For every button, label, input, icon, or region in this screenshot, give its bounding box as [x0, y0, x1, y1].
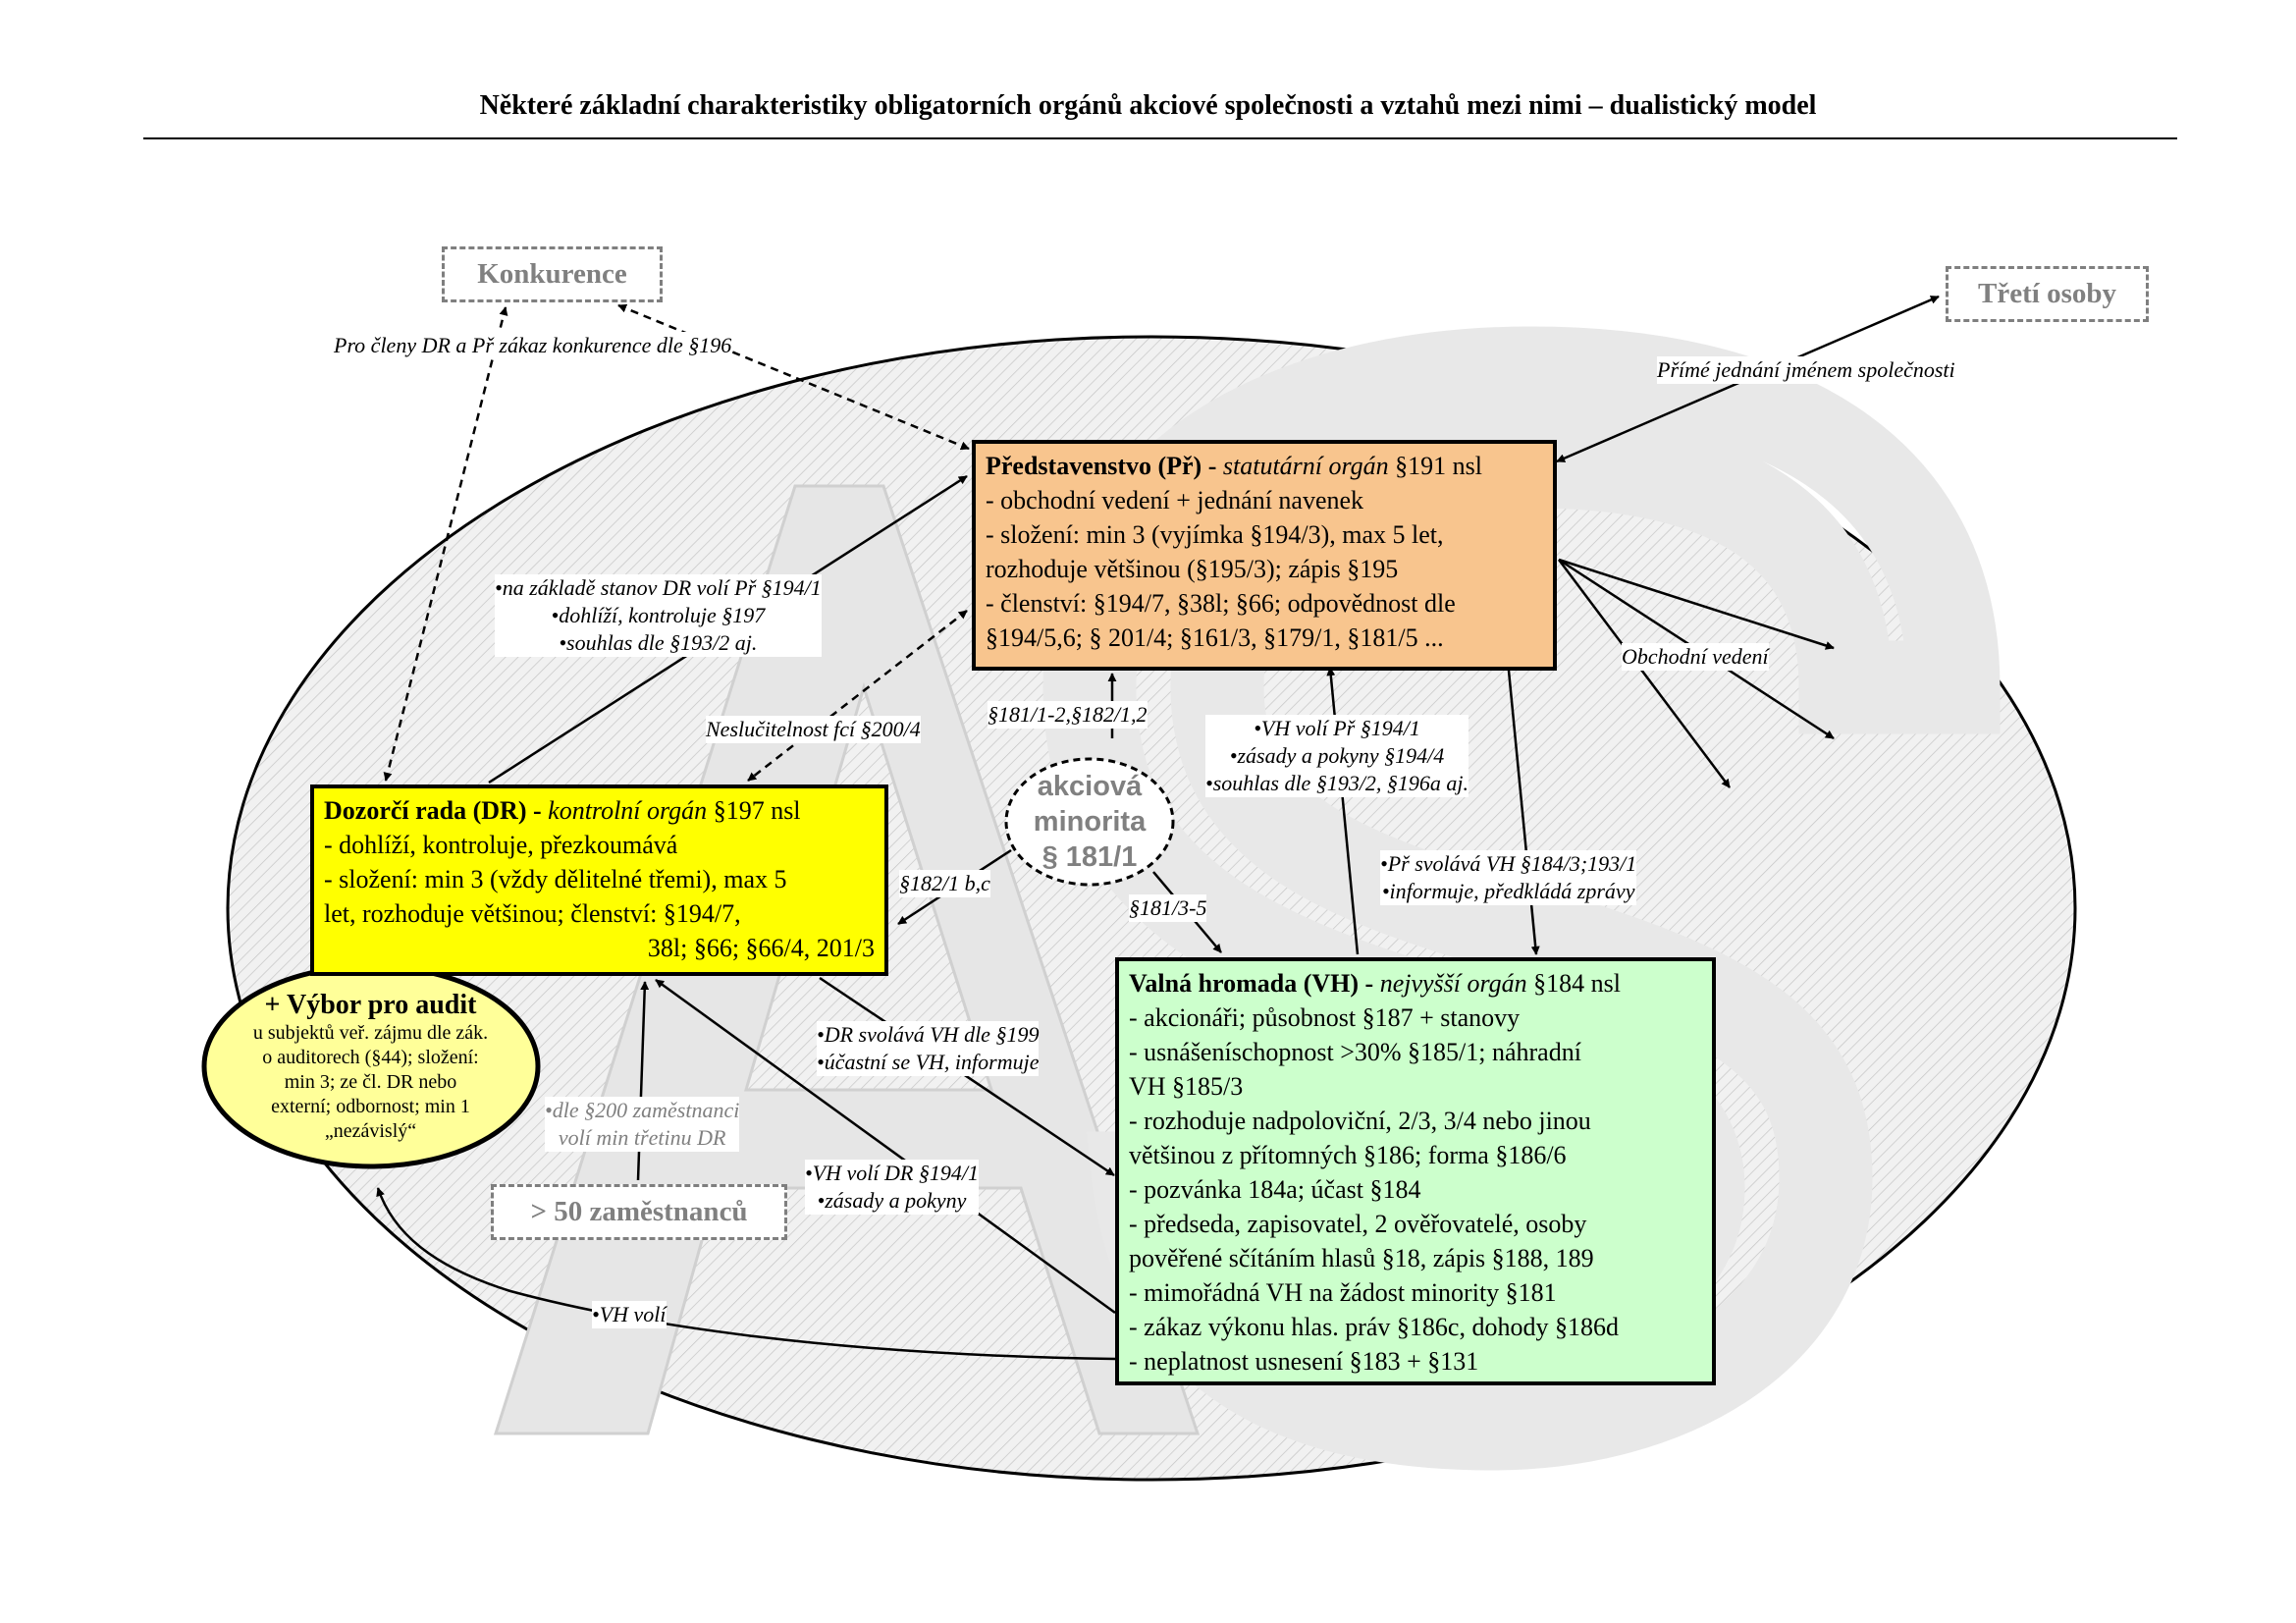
audit-committee-title: + Výbor pro audit: [264, 990, 477, 1020]
label-competition-ban: Pro členy DR a Př zákaz konkurence dle §…: [334, 332, 732, 359]
board-of-directors-box: Představenstvo (Př) - statutární orgán §…: [972, 440, 1557, 671]
board-title: Představenstvo (Př) -: [986, 452, 1217, 480]
label-minority-to-pr: §181/1-2,§182/1,2: [988, 701, 1148, 729]
label-business-management: Obchodní vedení: [1622, 643, 1769, 671]
audit-line: min 3; ze čl. DR nebo: [284, 1071, 457, 1093]
general-meeting-role: nejvyšší orgán: [1379, 969, 1527, 998]
label-line: •souhlas dle §193/2 aj.: [559, 630, 758, 655]
board-line: - obchodní vedení + jednání navenek: [986, 486, 1364, 514]
board-heading: Představenstvo (Př) - statutární orgán §…: [986, 449, 1543, 483]
label-minority-to-vh: §181/3-5: [1129, 894, 1207, 922]
label-line: •Př svolává VH §184/3;193/1: [1380, 851, 1637, 876]
board-line: - členství: §194/7, §38l; §66; odpovědno…: [986, 589, 1456, 618]
audit-committee: + Výbor pro audit u subjektů veř. zájmu …: [201, 965, 540, 1168]
third-parties-box: Třetí osoby: [1946, 266, 2149, 322]
audit-line: u subjektů veř. zájmu dle zák.: [252, 1022, 489, 1044]
label-line: •informuje, předkládá zprávy: [1381, 879, 1635, 903]
general-meeting-line: - pozvánka 184a; účast §184: [1129, 1175, 1421, 1204]
audit-line: „nezávislý“: [324, 1120, 417, 1142]
solid-arrows: [376, 295, 1940, 1361]
minority-line: akciová: [1037, 771, 1143, 802]
supervisory-heading: Dozorčí rada (DR) - kontrolní orgán §197…: [324, 793, 875, 828]
minority-ellipse: [1004, 757, 1175, 887]
label-line: •na základě stanov DR volí Př §194/1: [495, 575, 822, 600]
label-line: volí min třetinu DR: [558, 1125, 726, 1150]
label-pr-to-vh: •Př svolává VH §184/3;193/1 •informuje, …: [1380, 850, 1637, 905]
general-meeting-heading: Valná hromada (VH) - nejvyšší orgán §184…: [1129, 966, 1702, 1001]
competition-box: Konkurence: [442, 246, 663, 302]
label-line: •účastní se VH, informuje: [817, 1050, 1040, 1074]
general-meeting-line: - předseda, zapisovatel, 2 ověřovatelé, …: [1129, 1210, 1587, 1238]
general-meeting-line: - mimořádná VH na žádost minority §181: [1129, 1278, 1557, 1307]
label-dr-to-pr: •na základě stanov DR volí Př §194/1 •do…: [495, 574, 822, 657]
page-title: Některé základní charakteristiky obligat…: [479, 90, 1817, 121]
general-meeting-line: - neplatnost usnesení §183 + §131: [1129, 1347, 1479, 1376]
audit-committee-body: u subjektů veř. zájmu dle zák. o auditor…: [201, 1021, 540, 1144]
employees-box: > 50 zaměstnanců: [491, 1184, 787, 1240]
label-employees-to-dr: •dle §200 zaměstnanci volí min třetinu D…: [545, 1097, 740, 1152]
label-line: •VH volí Př §194/1: [1254, 716, 1420, 740]
general-meeting-line: - usnášeníschopnost >30% §185/1; náhradn…: [1129, 1038, 1581, 1066]
general-meeting-line: - akcionáři; působnost §187 + stanovy: [1129, 1003, 1521, 1032]
label-line: •zásady a pokyny §194/4: [1229, 743, 1445, 768]
minority-line: § 181/1: [1041, 841, 1138, 873]
general-meeting-line: pověřené sčítáním hlasů §18, zápis §188,…: [1129, 1244, 1594, 1272]
board-line: §194/5,6; § 201/4; §161/3, §179/1, §181/…: [986, 623, 1444, 652]
audit-line: externí; odbornost; min 1: [271, 1096, 470, 1117]
title-rule: [143, 137, 2177, 139]
supervisory-role: kontrolní orgán: [548, 796, 708, 825]
supervisory-board-box: Dozorčí rada (DR) - kontrolní orgán §197…: [310, 784, 888, 976]
board-ref: §191 nsl: [1395, 452, 1483, 480]
general-meeting-line: - rozhoduje nadpoloviční, 2/3, 3/4 nebo …: [1129, 1107, 1591, 1135]
label-incompatibility: Neslučitelnost fcí §200/4: [706, 716, 921, 743]
audit-line: o auditorech (§44); složení:: [262, 1047, 479, 1068]
label-vh-to-pr: •VH volí Př §194/1 •zásady a pokyny §194…: [1205, 715, 1469, 797]
general-meeting-line: většinou z přítomných §186; forma §186/6: [1129, 1141, 1567, 1169]
label-line: •dohlíží, kontroluje §197: [551, 603, 766, 627]
label-line: •VH volí DR §194/1: [805, 1161, 979, 1185]
board-role: statutární orgán: [1222, 452, 1389, 480]
supervisory-line: - dohlíží, kontroluje, přezkoumává: [324, 831, 678, 859]
label-vh-to-dr: •VH volí DR §194/1 •zásady a pokyny: [805, 1160, 979, 1215]
label-dr-to-vh: •DR svolává VH dle §199 •účastní se VH, …: [817, 1021, 1040, 1076]
general-meeting-line: VH §185/3: [1129, 1072, 1244, 1101]
supervisory-title: Dozorčí rada (DR) -: [324, 796, 542, 825]
board-line: - složení: min 3 (vyjímka §194/3), max 5…: [986, 520, 1444, 549]
minority-line: minorita: [1033, 806, 1147, 838]
general-meeting-title: Valná hromada (VH) -: [1129, 969, 1374, 998]
label-line: •dle §200 zaměstnanci: [545, 1098, 740, 1122]
label-line: •zásady a pokyny: [817, 1188, 967, 1213]
general-meeting-ref: §184 nsl: [1533, 969, 1622, 998]
label-line: •souhlas dle §193/2, §196a aj.: [1205, 771, 1469, 795]
supervisory-line: let, rozhoduje většinou; členství: §194/…: [324, 899, 741, 928]
shareholder-minority: akciová minorita § 181/1: [1005, 758, 1174, 886]
label-minority-to-dr: §182/1 b,c: [899, 870, 990, 897]
board-line: rozhoduje většinou (§195/3); zápis §195: [986, 555, 1399, 583]
label-vh-to-audit: •VH volí: [592, 1301, 667, 1328]
supervisory-line: 38l; §66; §66/4, 201/3: [647, 934, 875, 962]
supervisory-line: - složení: min 3 (vždy dělitelné třemi),…: [324, 865, 787, 893]
label-direct-acting: Přímé jednání jménem společnosti: [1657, 356, 1955, 384]
supervisory-ref: §197 nsl: [713, 796, 801, 825]
label-line: •DR svolává VH dle §199: [817, 1022, 1040, 1047]
general-meeting-box: Valná hromada (VH) - nejvyšší orgán §184…: [1115, 957, 1716, 1385]
general-meeting-line: - zákaz výkonu hlas. práv §186c, dohody …: [1129, 1313, 1619, 1341]
